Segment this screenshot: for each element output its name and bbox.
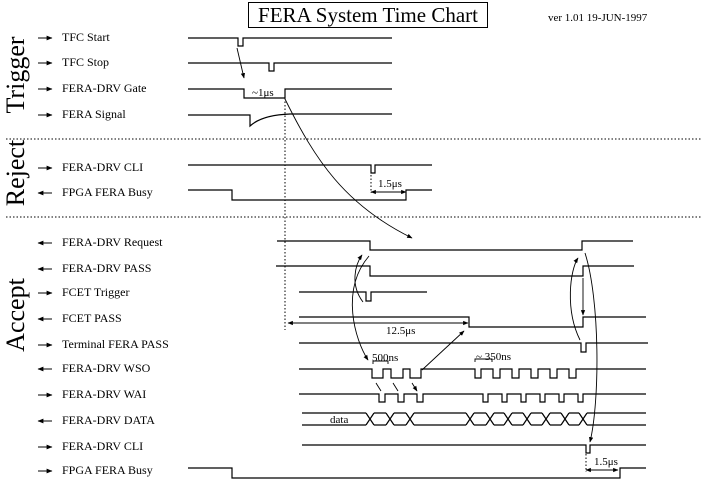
- wave-data-rail: [494, 412, 504, 426]
- wave-wai: [299, 393, 646, 403]
- link-request-to-cli: [584, 252, 598, 443]
- wave-reject-cli: [188, 164, 432, 174]
- wso-period-note: 500ns: [372, 352, 399, 364]
- signal-label: FERA-DRV PASS: [62, 261, 152, 275]
- wave-fera-drv-gate: [188, 88, 392, 99]
- signal-label: FCET Trigger: [62, 285, 130, 299]
- signal-label: FERA-DRV WSO: [62, 361, 151, 375]
- signal-label: FERA-DRV DATA: [62, 413, 155, 427]
- signal-label: FPGA FERA Busy: [62, 463, 153, 477]
- wave-data-rail: [394, 412, 406, 426]
- wave-wso: [299, 368, 646, 379]
- signal-label: FERA-DRV Gate: [62, 81, 147, 95]
- link-request-to-wso: [351, 255, 370, 361]
- link-start-to-gate: [236, 47, 245, 79]
- wave-accept-busy: [188, 467, 646, 479]
- wave-fcet-trigger: [299, 291, 427, 302]
- signal-label: FERA-DRV WAI: [62, 387, 147, 401]
- wave-fcet-pass: [299, 316, 646, 328]
- wave-data-crossing: [522, 412, 532, 426]
- signal-label: FERA-DRV Request: [62, 235, 163, 249]
- wave-data-rail: [569, 412, 579, 426]
- wave-data-rail: [374, 412, 386, 426]
- wave-data-rail: [414, 412, 466, 426]
- link-wso-to-wai: [375, 382, 417, 391]
- wave-data-crossing: [578, 412, 588, 426]
- wave-data-rail: [550, 412, 561, 426]
- dim-350ns: [474, 358, 493, 362]
- wave-data-crossing: [405, 412, 415, 426]
- wave-accept-cli: [302, 444, 646, 454]
- link-fcet-to-request: [354, 254, 364, 303]
- wave-data-crossing: [485, 412, 495, 426]
- signal-label: FCET PASS: [62, 311, 122, 325]
- signal-label: FERA-DRV CLI: [62, 439, 144, 453]
- wave-pass: [276, 265, 634, 277]
- wave-data-crossing: [503, 412, 513, 426]
- version-label: ver 1.01 19-JUN-1997: [548, 12, 648, 24]
- wave-tfc-start: [188, 37, 392, 47]
- wave-data-rail: [531, 412, 542, 426]
- wso-fast-period-note: ~ 350ns: [476, 351, 511, 363]
- fcet-pass-delay-note: 12.5μs: [386, 325, 416, 337]
- section-label-trigger: Trigger: [1, 36, 30, 114]
- wave-data-rail: [587, 412, 646, 426]
- section-label-accept: Accept: [1, 278, 30, 352]
- chart-title: FERA System Time Chart: [248, 2, 488, 28]
- reject-busy-note: 1.5μs: [378, 178, 402, 190]
- section-label-reject: Reject: [1, 139, 30, 207]
- data-bus-label: data: [330, 414, 349, 426]
- wave-request: [277, 240, 633, 251]
- signal-label: TFC Start: [62, 30, 110, 44]
- link-terminal-to-request: [569, 257, 581, 341]
- signal-label: FPGA FERA Busy: [62, 185, 153, 199]
- wave-data-crossing: [465, 412, 475, 426]
- wave-data-crossing: [385, 412, 395, 426]
- accept-busy-note: 1.5μs: [594, 456, 618, 468]
- link-gate-to-request: [284, 98, 413, 239]
- wave-data-crossing: [365, 412, 375, 426]
- signal-label: Terminal FERA PASS: [62, 337, 169, 351]
- wave-data-rail: [302, 412, 366, 426]
- signal-label: FERA Signal: [62, 107, 126, 121]
- link-wso-to-fcet: [421, 330, 465, 371]
- gate-width-note: ~1μs: [252, 87, 274, 99]
- signal-label: FERA-DRV CLI: [62, 160, 144, 174]
- wave-data-rail: [474, 412, 486, 426]
- wave-fera-signal: [188, 113, 392, 128]
- wave-tfc-stop: [188, 62, 392, 72]
- wave-reject-busy: [188, 189, 432, 201]
- wave-data-crossing: [560, 412, 570, 426]
- dim-500ns: [372, 360, 389, 364]
- wave-data-crossing: [541, 412, 551, 426]
- wave-data-rail: [512, 412, 523, 426]
- wave-terminal-pass: [299, 342, 648, 353]
- signal-label: TFC Stop: [62, 55, 110, 69]
